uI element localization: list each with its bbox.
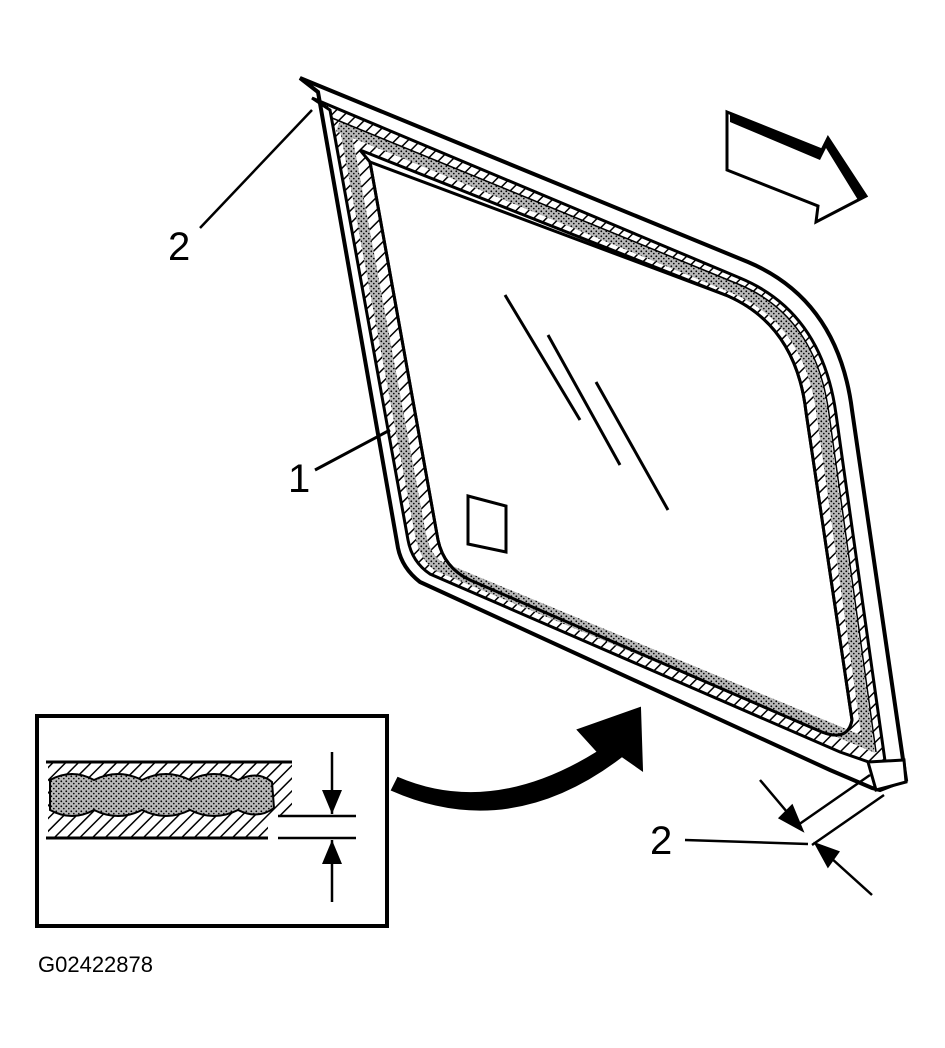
leader-line-1 xyxy=(314,428,391,472)
corner-block xyxy=(866,758,908,792)
dimension-arrow-icon xyxy=(777,803,805,833)
direction-arrow-icon xyxy=(725,109,869,225)
leader-line-2-top xyxy=(199,109,313,229)
dimension-arrow-icon xyxy=(322,790,342,814)
curved-arrow-icon xyxy=(390,706,644,811)
glass-reflection-lines xyxy=(503,294,670,511)
bead-cross-section xyxy=(46,752,356,902)
leader-line-2-bottom xyxy=(684,838,809,846)
adhesive-core-edge-outer xyxy=(331,117,877,753)
glass-label-square xyxy=(466,494,508,554)
dimension-arrow-icon xyxy=(813,841,840,869)
glass-inner-edge xyxy=(368,159,854,737)
dimension-arrow-icon xyxy=(322,840,342,864)
adhesive-core xyxy=(335,120,875,753)
bead-dimension xyxy=(759,773,885,896)
callout-1: 1 xyxy=(288,457,310,501)
callout-2-top: 2 xyxy=(168,225,190,269)
figure-id: G02422878 xyxy=(38,952,153,977)
callout-2-bottom: 2 xyxy=(650,819,672,863)
